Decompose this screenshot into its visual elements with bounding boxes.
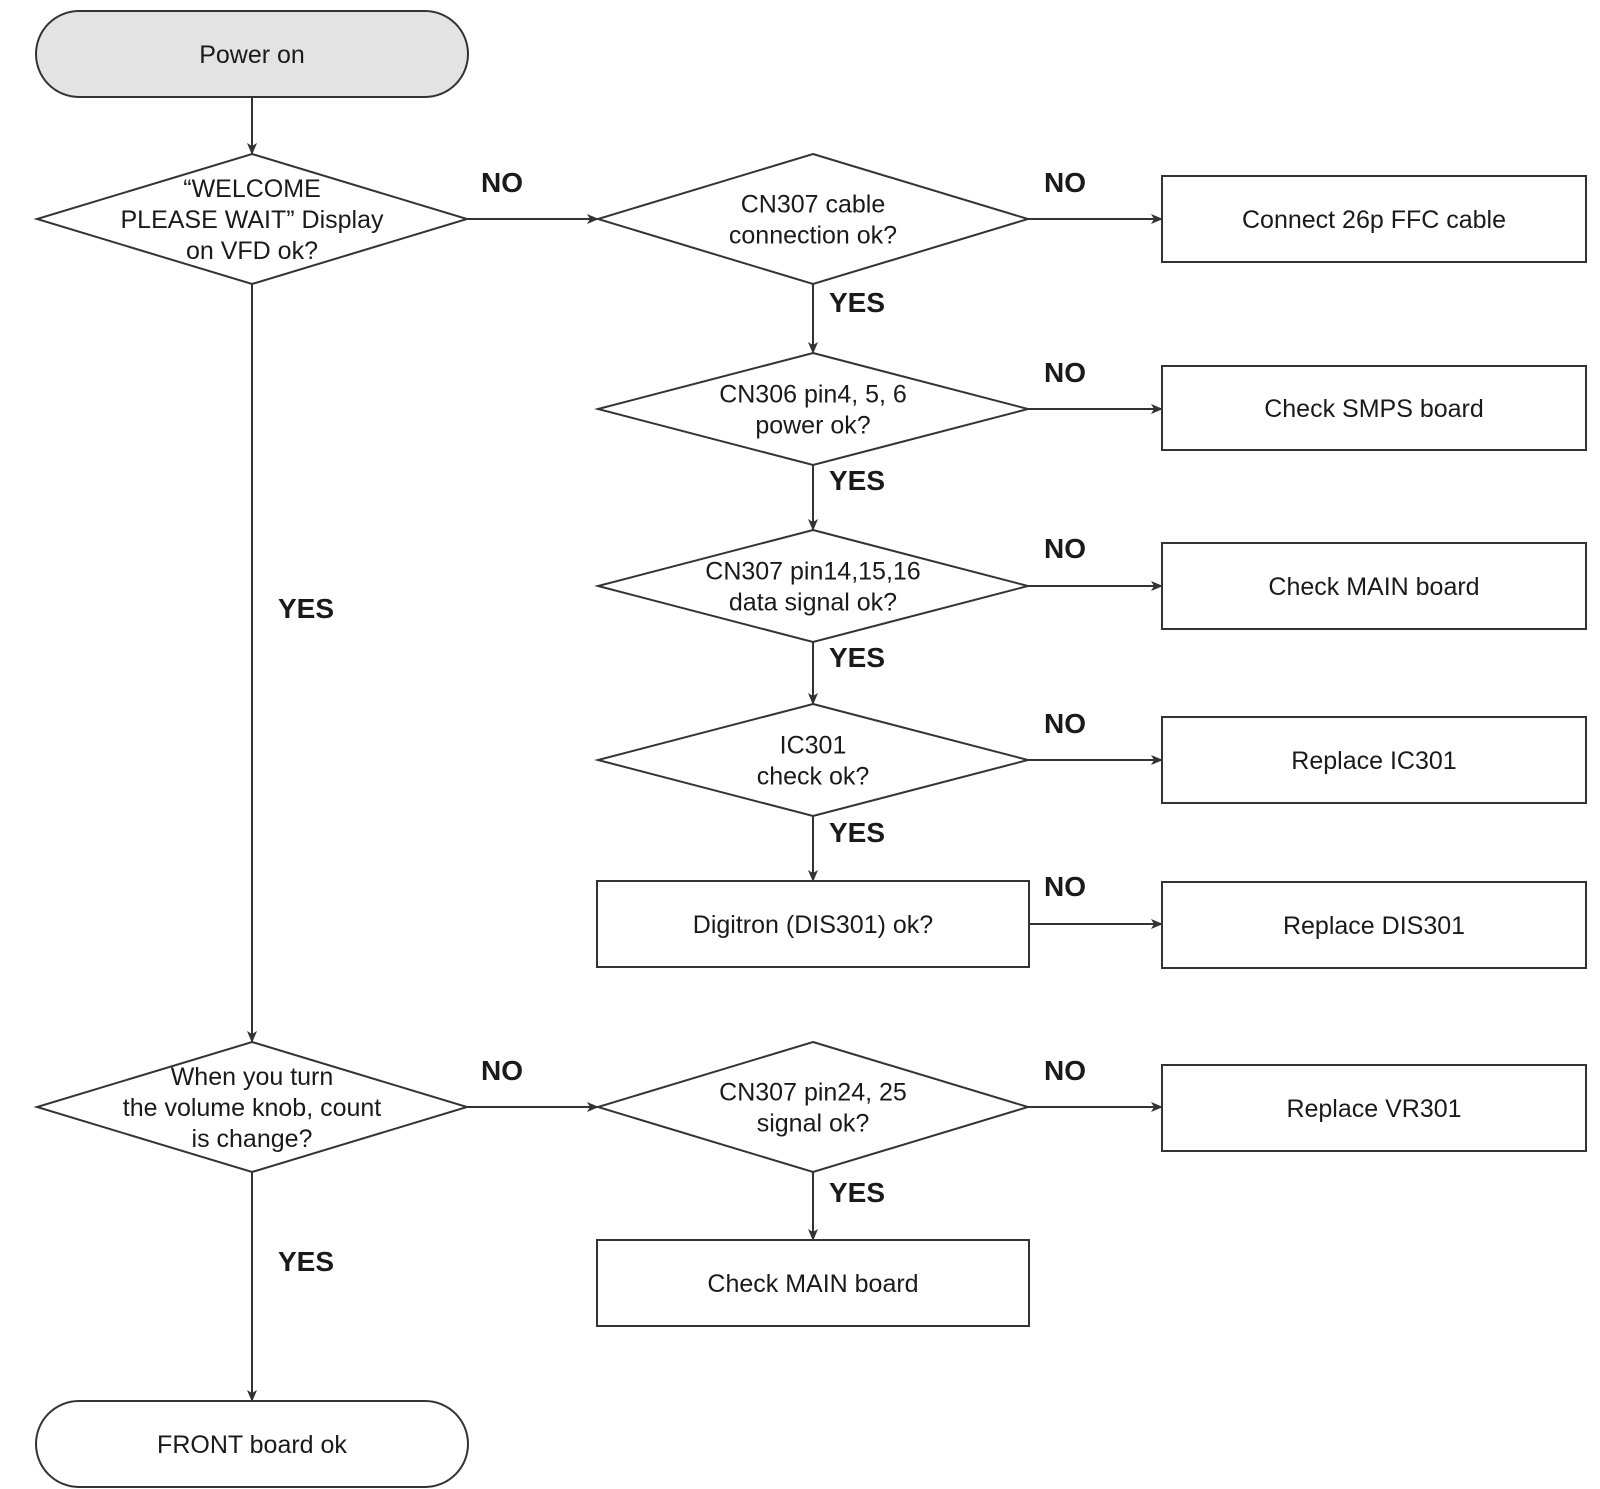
node-cn306-power: CN306 pin4, 5, 6 power ok? <box>594 351 1032 467</box>
process-box <box>1161 175 1587 263</box>
node-text-line: Connect 26p FFC cable <box>1242 206 1506 234</box>
node-text-line: When you turn <box>171 1063 334 1091</box>
node-check-smps: Check SMPS board <box>1161 365 1587 451</box>
edge-label-yes: YES <box>278 593 334 624</box>
edge-label-yes: YES <box>829 1177 885 1208</box>
edge-label-no: NO <box>1044 167 1086 198</box>
node-text-line: IC301 <box>780 732 847 760</box>
edge-label-yes: YES <box>278 1246 334 1277</box>
node-text-line: PLEASE WAIT” Display <box>120 206 384 234</box>
node-front-ok: FRONT board ok <box>35 1400 469 1488</box>
node-text-line: FRONT board ok <box>157 1431 347 1459</box>
node-text-line: Power on <box>199 41 305 69</box>
decision-diamond <box>594 528 1032 644</box>
node-text-line: CN306 pin4, 5, 6 <box>719 381 907 409</box>
terminator-shape <box>35 10 469 98</box>
node-welcome-check: “WELCOME PLEASE WAIT” Display on VFD ok? <box>33 152 471 286</box>
node-cn307-data: CN307 pin14,15,16 data signal ok? <box>594 528 1032 644</box>
node-text-line: Digitron (DIS301) ok? <box>693 911 933 939</box>
node-text-line: “WELCOME <box>183 175 321 203</box>
node-text-line: the volume knob, count <box>123 1094 382 1122</box>
edge-label-no: NO <box>481 167 523 198</box>
node-text-line: Check MAIN board <box>707 1270 918 1298</box>
process-box <box>1161 542 1587 630</box>
decision-diamond <box>594 702 1032 818</box>
node-replace-dis301: Replace DIS301 <box>1161 881 1587 969</box>
node-text-line: Check SMPS board <box>1264 395 1484 423</box>
node-check-main-2: Check MAIN board <box>596 1239 1030 1327</box>
node-text-line: data signal ok? <box>729 589 897 617</box>
node-text-line: Replace VR301 <box>1286 1095 1461 1123</box>
node-text-line: CN307 cable <box>741 191 886 219</box>
node-check-main-1: Check MAIN board <box>1161 542 1587 630</box>
node-text-line: power ok? <box>755 412 870 440</box>
edge-label-no: NO <box>481 1055 523 1086</box>
process-box <box>1161 365 1587 451</box>
edge-label-no: NO <box>1044 357 1086 388</box>
node-replace-vr301: Replace VR301 <box>1161 1064 1587 1152</box>
node-text-line: signal ok? <box>757 1110 870 1138</box>
node-cn307-cable: CN307 cable connection ok? <box>594 152 1032 286</box>
edge-label-yes: YES <box>829 642 885 673</box>
node-text-line: Check MAIN board <box>1268 573 1479 601</box>
decision-diamond <box>594 152 1032 286</box>
node-text-line: Replace IC301 <box>1291 747 1456 775</box>
node-connect-ffc: Connect 26p FFC cable <box>1161 175 1587 263</box>
decision-diamond <box>33 152 471 286</box>
node-volume-check: When you turn the volume knob, count is ch… <box>33 1040 471 1174</box>
node-text-line: CN307 pin14,15,16 <box>705 558 920 586</box>
node-digitron: Digitron (DIS301) ok? <box>596 880 1030 968</box>
edge-label-no: NO <box>1044 708 1086 739</box>
node-ic301-check: IC301 check ok? <box>594 702 1032 818</box>
node-text-line: connection ok? <box>729 222 897 250</box>
decision-diamond <box>594 1040 1032 1174</box>
decision-diamond <box>594 351 1032 467</box>
edge-label-no: NO <box>1044 871 1086 902</box>
edge-label-yes: YES <box>829 465 885 496</box>
node-text-line: Replace DIS301 <box>1283 912 1465 940</box>
process-box <box>1161 881 1587 969</box>
node-text-line: is change? <box>192 1125 313 1153</box>
node-power-on: Power on <box>35 10 469 98</box>
node-text-line: check ok? <box>757 763 870 791</box>
edge-label-yes: YES <box>829 817 885 848</box>
node-cn307-signal: CN307 pin24, 25 signal ok? <box>594 1040 1032 1174</box>
process-box <box>596 880 1030 968</box>
edge-label-no: NO <box>1044 533 1086 564</box>
process-box <box>1161 1064 1587 1152</box>
edge-label-no: NO <box>1044 1055 1086 1086</box>
node-text-line: on VFD ok? <box>186 237 318 265</box>
decision-diamond <box>33 1040 471 1174</box>
node-text-line: CN307 pin24, 25 <box>719 1079 907 1107</box>
process-box <box>1161 716 1587 804</box>
node-replace-ic301: Replace IC301 <box>1161 716 1587 804</box>
edge-label-yes: YES <box>829 287 885 318</box>
terminator-shape <box>35 1400 469 1488</box>
process-box <box>596 1239 1030 1327</box>
